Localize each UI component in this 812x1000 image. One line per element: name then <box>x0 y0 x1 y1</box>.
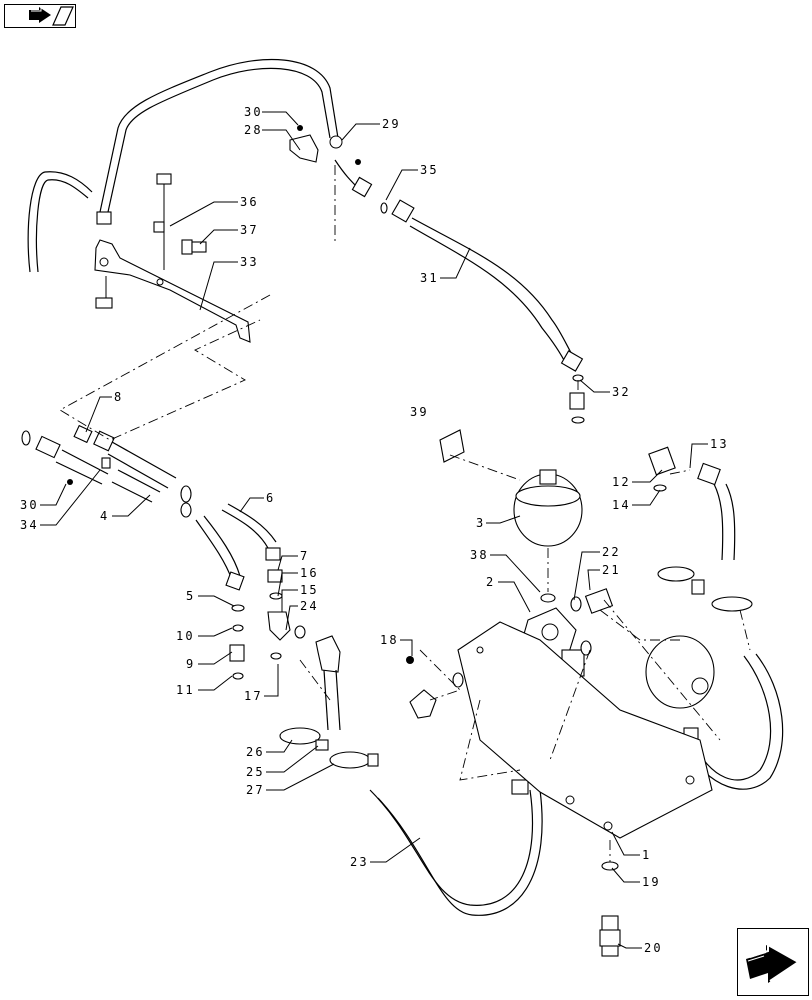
callout-11: 11 <box>176 683 195 697</box>
callout-39: 39 <box>410 405 429 419</box>
callout-21: 21 <box>602 563 621 577</box>
callout-12: 12 <box>612 475 631 489</box>
bracket-33 <box>94 239 251 343</box>
decal-39 <box>439 429 465 463</box>
callout-34: 34 <box>20 518 39 532</box>
callout-24: 24 <box>300 599 319 613</box>
accumulator-lower <box>645 635 715 709</box>
callout-17: 17 <box>244 689 263 703</box>
callout-13: 13 <box>710 437 729 451</box>
leader-lines <box>40 111 708 949</box>
callout-26: 26 <box>246 745 265 759</box>
callout-25: 25 <box>246 765 265 779</box>
callout-labels: 30 28 29 35 36 37 33 31 32 8 39 13 12 14… <box>20 105 729 955</box>
fittings-12-21 <box>406 446 676 719</box>
callout-9: 9 <box>186 657 195 671</box>
hose-31 <box>334 159 585 424</box>
callout-6: 6 <box>266 491 275 505</box>
callout-30: 30 <box>244 105 263 119</box>
clamps-25-27 <box>279 727 379 769</box>
mounting-plate-1 <box>457 621 713 839</box>
callout-18: 18 <box>380 633 399 647</box>
callout-30-lower: 30 <box>20 498 39 512</box>
callout-2: 2 <box>486 575 495 589</box>
callout-22: 22 <box>602 545 621 559</box>
book-arrow-icon <box>29 6 74 26</box>
callout-33: 33 <box>240 255 259 269</box>
callout-32: 32 <box>612 385 631 399</box>
hose-23 <box>294 625 543 916</box>
callout-4: 4 <box>100 509 109 523</box>
callout-36: 36 <box>240 195 259 209</box>
hose-right <box>657 462 784 790</box>
callout-14: 14 <box>612 498 631 512</box>
callout-35: 35 <box>420 163 439 177</box>
callout-8: 8 <box>114 390 123 404</box>
next-page-arrow-icon <box>746 941 802 983</box>
callout-29: 29 <box>382 117 401 131</box>
next-page-button[interactable] <box>737 928 809 996</box>
bracket-28 <box>289 125 361 165</box>
callout-28: 28 <box>244 123 263 137</box>
callout-10: 10 <box>176 629 195 643</box>
hose-4 <box>21 424 291 680</box>
callout-37: 37 <box>240 223 259 237</box>
accumulator-3 <box>513 469 583 603</box>
center-lines <box>59 165 751 862</box>
rigid-tube-upper <box>27 58 339 309</box>
callout-31: 31 <box>420 271 439 285</box>
callout-27: 27 <box>246 783 265 797</box>
callout-16: 16 <box>300 566 319 580</box>
callout-23: 23 <box>350 855 369 869</box>
callout-19: 19 <box>642 875 661 889</box>
callout-5: 5 <box>186 589 195 603</box>
callout-1: 1 <box>642 848 651 862</box>
callout-38: 38 <box>470 548 489 562</box>
callout-15: 15 <box>300 583 319 597</box>
callout-3: 3 <box>476 516 485 530</box>
callout-7: 7 <box>300 549 309 563</box>
bolt-36 <box>153 173 207 270</box>
bolt-20 <box>599 861 621 957</box>
book-icon-button[interactable] <box>4 4 76 28</box>
callout-20: 20 <box>644 941 663 955</box>
